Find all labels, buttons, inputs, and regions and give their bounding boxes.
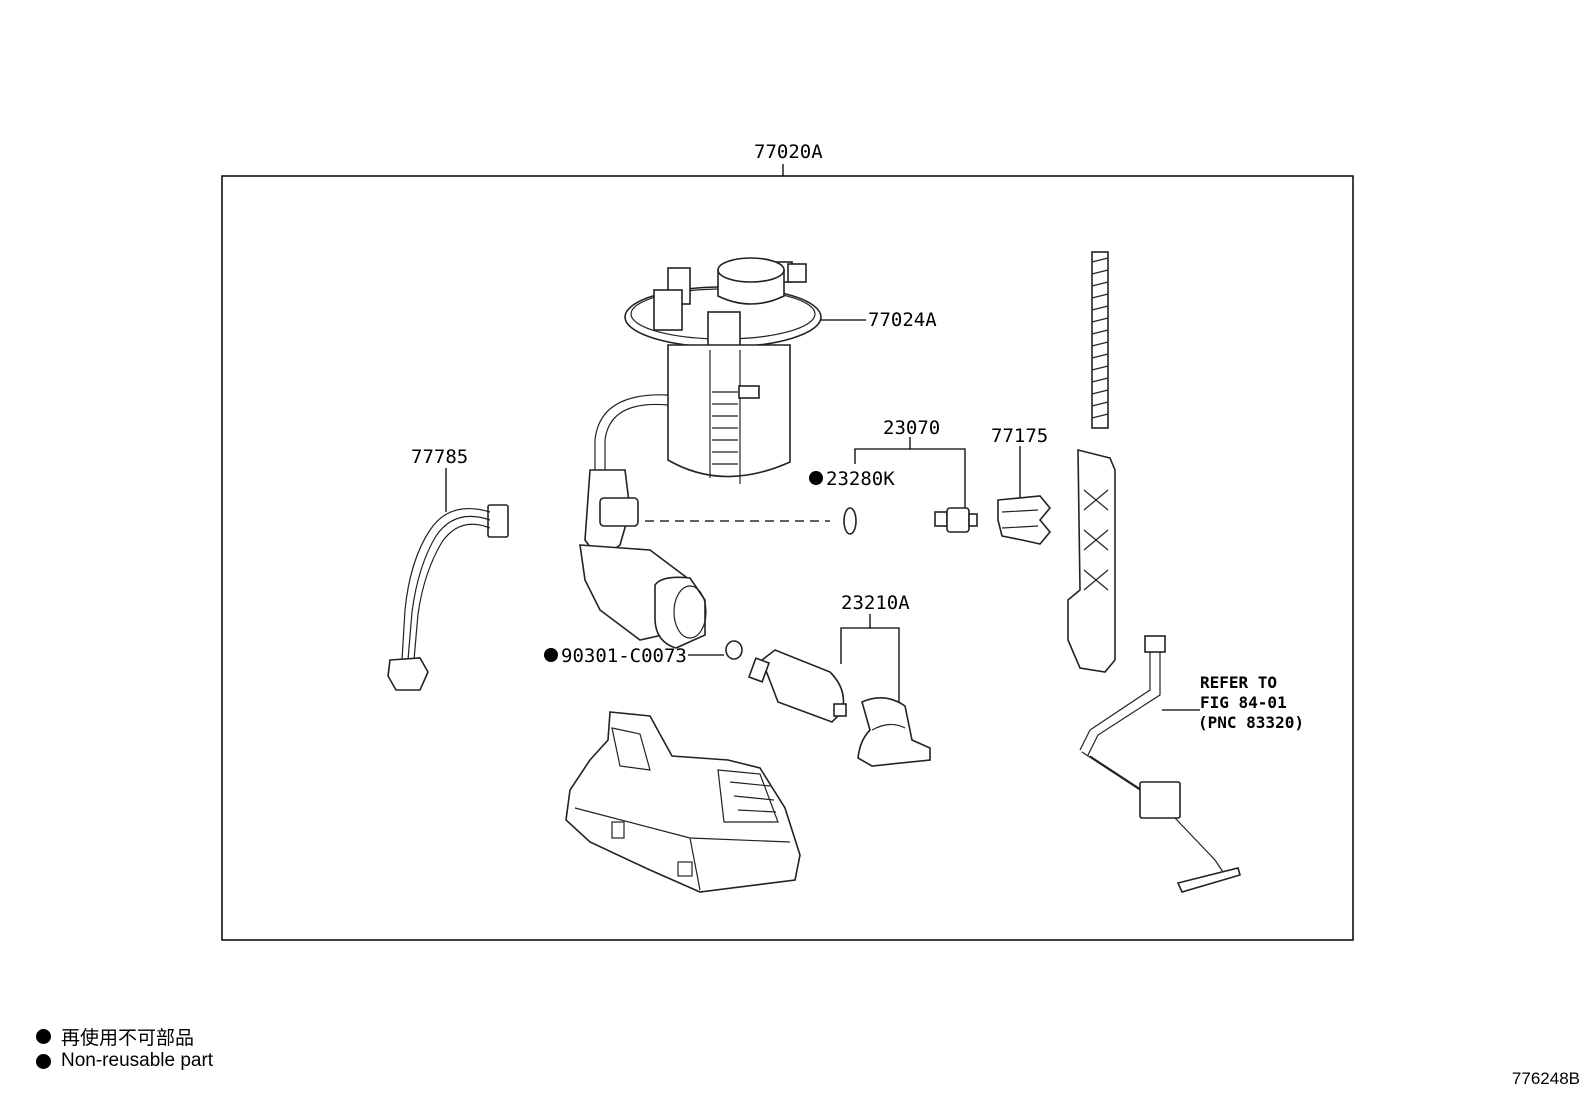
refer-to-line-1: REFER TO xyxy=(1200,673,1277,692)
filled-circle-icon xyxy=(36,1053,51,1069)
label-77175[interactable]: 77175 xyxy=(991,425,1048,447)
fuel-filter-23210a-drawing xyxy=(747,649,931,767)
legend-text-japanese: 再使用不可部品 xyxy=(61,1028,195,1049)
lower-bracket-drawing xyxy=(565,711,801,893)
label-90301-c0073[interactable]: 90301-C0073 xyxy=(561,645,687,667)
clip-77175-drawing xyxy=(997,495,1052,545)
label-23070[interactable]: 23070 xyxy=(883,417,940,439)
o-ring-90301-drawing xyxy=(725,640,743,660)
fuel-pump-assembly-drawing xyxy=(579,257,822,649)
legend-row-japanese: 再使用不可部品 xyxy=(36,1023,194,1050)
label-77020a[interactable]: 77020A xyxy=(754,141,823,163)
o-ring-23280k-drawing xyxy=(843,507,857,535)
non-reusable-mark-icon xyxy=(809,471,823,485)
assembly-frame xyxy=(221,175,1354,941)
filled-circle-icon xyxy=(36,1029,51,1044)
refer-to-pnc: (PNC 83320) xyxy=(1198,713,1304,732)
label-23210a[interactable]: 23210A xyxy=(841,592,910,614)
label-77785[interactable]: 77785 xyxy=(411,446,468,468)
figure-id: 776248B xyxy=(1511,1069,1580,1088)
legend-text-english: Non-reusable part xyxy=(61,1050,214,1071)
legend-row-english: Non-reusable part xyxy=(36,1050,213,1072)
wire-harness-77785-drawing xyxy=(387,504,509,691)
fuel-sender-drawing xyxy=(1067,251,1241,893)
non-reusable-mark-icon xyxy=(544,648,558,662)
label-23280k[interactable]: 23280K xyxy=(826,468,895,490)
regulator-23070-drawing xyxy=(934,507,978,533)
label-77024a[interactable]: 77024A xyxy=(868,309,937,331)
refer-to-figure-link[interactable]: FIG 84-01 xyxy=(1200,693,1287,712)
